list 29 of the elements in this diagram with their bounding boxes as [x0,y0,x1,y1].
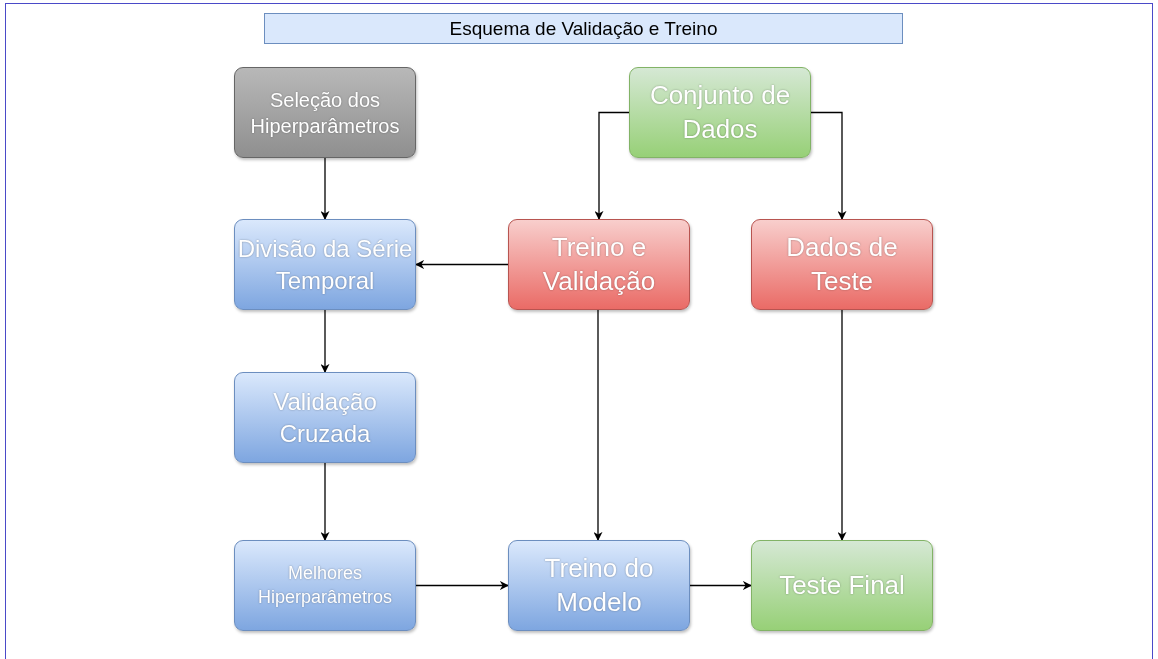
arrow [320,462,330,541]
box-label: Dados de Teste [785,230,899,298]
arrow [593,309,603,541]
arrow [415,260,509,269]
process-box [629,67,811,158]
arrow [415,581,509,590]
arrow [689,581,752,590]
title: Esquema de Validação e Treino [264,13,903,44]
box-label: Treino do Modelo [543,551,655,619]
arrow [810,111,847,220]
arrow [320,309,330,373]
box-label: Melhores Hiperparâmetros [256,562,394,609]
process-box [234,540,416,631]
box-label: Divisão da Série Temporal [236,234,414,296]
process-box [508,219,690,310]
process-box [751,540,933,631]
arrow [320,157,330,220]
arrow [594,111,630,220]
box-label: Conjunto de Dados [648,78,792,146]
process-box [234,67,416,158]
box-label: Treino e Validação [541,230,657,298]
process-box [751,219,933,310]
process-box [234,372,416,463]
arrow [837,309,847,541]
process-box [508,540,690,631]
process-box [234,219,416,310]
box-label: Teste Final [779,568,905,602]
box-label: Validação Cruzada [272,387,378,449]
box-label: Seleção dos Hiperparâmetros [249,87,401,139]
